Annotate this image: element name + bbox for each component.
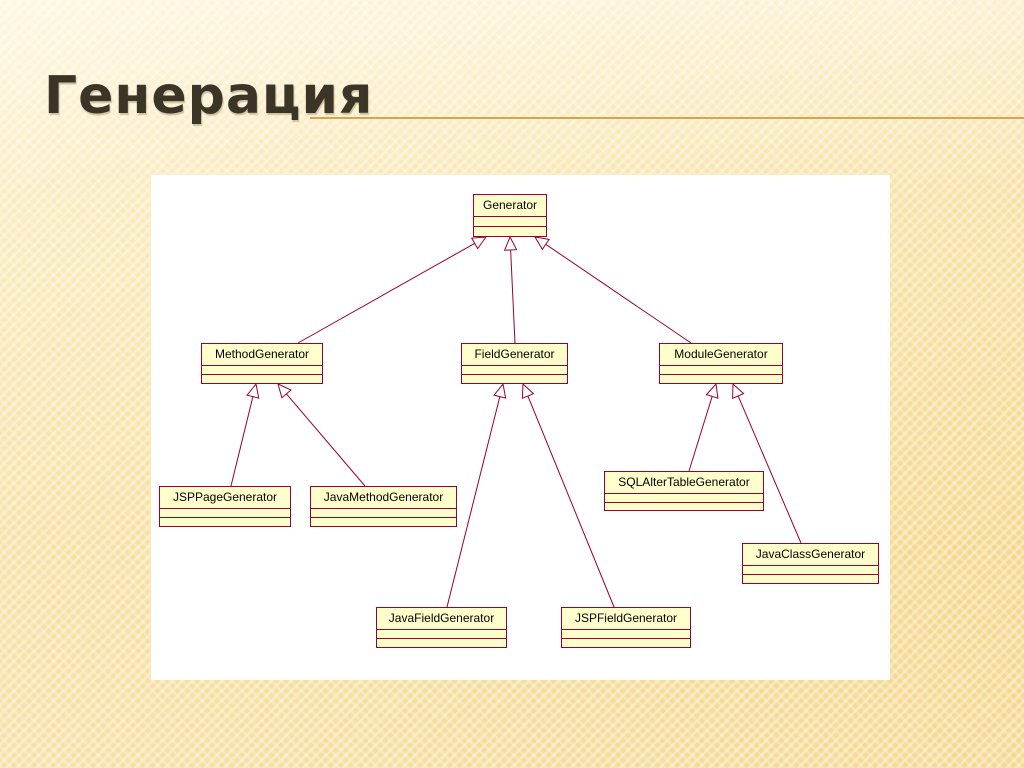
class-jsp-field-generator[interactable]: JSPFieldGenerator [561,607,691,648]
class-field-generator[interactable]: FieldGenerator [461,343,568,384]
inheritance-line-jsp_page_generator [230,396,254,487]
inheritance-line-sql_alter_table_generator [688,396,713,472]
operations-section [660,375,782,383]
operations-section [311,518,456,526]
generalization-arrowhead-jsp_field_generator [521,382,535,400]
inheritance-line-jsp_field_generator [527,395,615,608]
operations-section [202,375,322,383]
inheritance-line-java_method_generator [286,393,366,487]
generalization-arrowhead-field_generator [503,235,518,251]
inheritance-line-module_generator [545,243,692,344]
title-underline [310,117,1024,119]
generalization-arrowhead-jsp_page_generator [246,382,260,399]
generalization-arrowhead-module_generator [534,236,550,251]
attributes-section [202,366,322,375]
attributes-section [474,217,546,227]
class-sql-alter-table-generator[interactable]: SQLAlterTableGenerator [604,471,764,511]
class-name: ModuleGenerator [660,344,782,366]
inheritance-arrows [230,235,802,608]
class-name: JavaClassGenerator [743,544,878,566]
operations-section [377,639,506,647]
attributes-section [605,494,763,503]
class-java-field-generator[interactable]: JavaFieldGenerator [376,607,507,648]
class-name: JSPFieldGenerator [562,608,690,630]
inheritance-line-java_class_generator [737,395,802,544]
operations-section [462,375,567,383]
attributes-section [377,630,506,639]
inheritance-line-method_generator [297,242,475,344]
class-module-generator[interactable]: ModuleGenerator [659,343,783,384]
generalization-arrowhead-method_generator [470,236,488,250]
generalization-arrowhead-java_method_generator [277,383,292,399]
class-java-method-generator[interactable]: JavaMethodGenerator [310,486,457,527]
attributes-section [462,366,567,375]
class-name: JSPPageGenerator [160,487,290,509]
attributes-section [160,509,290,518]
class-generator[interactable]: Generator [473,194,547,237]
attributes-section [660,366,782,375]
slide-title: Генерация [44,66,374,126]
uml-class-diagram: Generator MethodGenerator FieldGenerator… [151,175,890,680]
operations-section [160,518,290,526]
class-name: SQLAlterTableGenerator [605,472,763,494]
attributes-section [311,509,456,518]
attributes-section [743,566,878,575]
generalization-arrowhead-java_field_generator [493,382,507,399]
class-name: JavaMethodGenerator [311,487,456,509]
attributes-section [562,630,690,639]
class-method-generator[interactable]: MethodGenerator [201,343,323,384]
generalization-arrowhead-java_class_generator [732,382,745,400]
inheritance-line-field_generator [510,249,516,344]
operations-section [743,575,878,583]
class-name: FieldGenerator [462,344,567,366]
operations-section [562,639,690,647]
operations-section [474,227,546,236]
class-jsp-page-generator[interactable]: JSPPageGenerator [159,486,291,527]
class-name: Generator [474,195,546,217]
class-java-class-generator[interactable]: JavaClassGenerator [742,543,879,584]
inheritance-line-java_field_generator [446,396,501,608]
class-name: JavaFieldGenerator [377,608,506,630]
class-name: MethodGenerator [202,344,322,366]
generalization-arrowhead-sql_alter_table_generator [705,382,719,399]
operations-section [605,503,763,511]
